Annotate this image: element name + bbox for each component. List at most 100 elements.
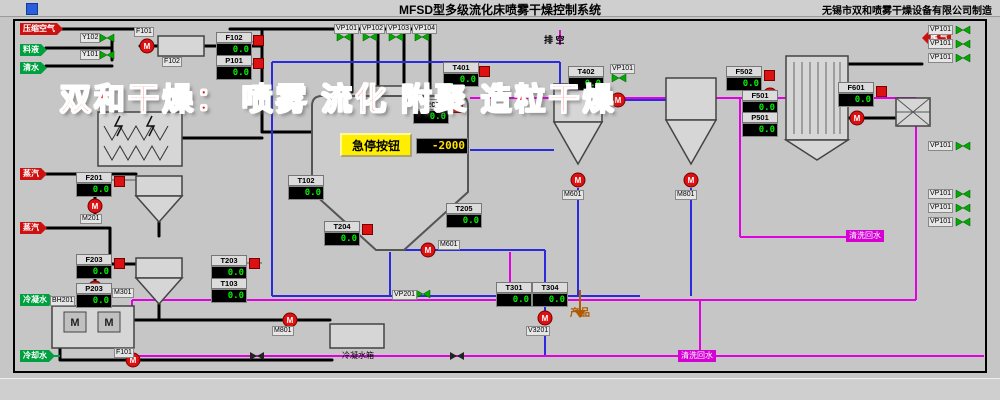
instrument-value: 0.0 [76,183,112,197]
source-tag-steam-2: 蒸汽 [20,222,47,234]
agitator-symbol: M [104,317,113,329]
instrument-tag: F201 [76,172,112,183]
valve-label: VP103 [386,24,412,34]
instrument-tag: P501 [742,112,778,123]
instrument-tag: T402 [568,66,604,77]
valve-label: VP101 [928,189,954,199]
pump-label: M301 [112,288,134,298]
silencer-hatch [895,97,931,127]
instrument-value: 0.0 [288,186,324,200]
valve-label: VP101 [928,141,954,151]
fluid-bed-unit [785,55,849,141]
instrument-value: 0.0 [413,110,449,124]
fluid-bed-tubes [793,62,841,134]
source-tag-cooling-water: 冷却水 [20,350,55,362]
water-tank [329,323,385,349]
pump-label: M601 [562,190,584,200]
indicator-button[interactable] [764,70,775,81]
instrument-tag: F102 [216,32,252,43]
indicator-button[interactable] [452,102,463,113]
pump-symbol: M [688,176,695,185]
source-tag-feed: 料液 [20,44,47,56]
instrument-value: 0.0 [216,66,252,80]
valve-label: VP102 [360,24,386,34]
fluid-bed-cone [783,139,851,161]
valve-symbols[interactable] [99,25,971,299]
cyclone-right-1-cone [552,121,604,166]
manufacturer-label: 无锡市双和喷雾干燥设备有限公司制造 [822,6,992,17]
cyclone-right-2-cone [664,119,718,166]
valve-label: VP101 [928,203,954,213]
valve-label: VP101 [928,53,954,63]
instrument-value: 0.0 [532,293,568,307]
watermark: 双和干燥： 喷雾 流化 附聚 造粒干燥 [59,81,617,117]
indicator-button[interactable] [253,58,264,69]
instrument-value: 0.0 [568,77,604,91]
instrument-tag: T103 [211,278,247,289]
indicator-button[interactable] [362,224,373,235]
instrument-value: 0.0 [838,93,874,107]
indicator-button[interactable] [253,35,264,46]
cyclone-right-2-body [665,77,717,121]
instrument-tag: F501 [742,90,778,101]
valve-label: VP104 [412,24,438,34]
instrument-tag: T102 [288,175,324,186]
instrument-value: 0.0 [211,289,247,303]
instrument-value: 0.0 [324,232,360,246]
pump-symbol: M [287,316,294,325]
app-icon [26,3,38,15]
product-arrow [574,310,586,318]
valve-label: VP101 [334,24,360,34]
instrument-tag: T205 [446,203,482,214]
tank-label: BH201 [50,296,76,306]
valve-label: VP101 [928,217,954,227]
source-tag-condensate: 冷凝水 [20,294,55,306]
instrument-tag: P203 [76,283,112,294]
instrument-value: 0.0 [496,293,532,307]
instrument-value: 0.0 [742,123,778,137]
instrument-value: 0.0 [726,77,762,91]
indicator-button[interactable] [876,86,887,97]
indicator-button[interactable] [114,176,125,187]
pump-symbol: M [144,42,151,51]
cyclone-left-1-body [135,175,183,197]
product-label: 产品 [570,308,590,319]
indicator-button[interactable] [479,66,490,77]
heater-label: F102 [162,57,182,67]
source-tag-compressed-air: 压缩空气 [20,23,63,35]
emergency-stop-button[interactable]: 急停按钮 [340,133,412,157]
instrument-tag: T201 [413,99,449,110]
pump-symbol: M [92,202,99,211]
valve-label: VP201 [392,290,418,300]
pump-symbol: M [854,114,861,123]
pump-symbol: M [542,314,549,323]
toolbar: 3 清洗等待状态 自动开始 自动停止 消报警音 喷 雾 CIP 喷雾设置 清洗设… [0,378,1000,400]
pump-label: M601 [438,240,460,250]
condensate-tank-label: 冷凝水箱 [342,351,374,360]
pump-symbol: M [615,96,622,105]
instrument-tag: T401 [443,62,479,73]
pump-label: V3201 [526,326,551,336]
pump-symbol: M [130,356,137,365]
agitators: M M [63,311,121,333]
instrument-tag: F203 [76,254,112,265]
valve-label: VP101 [928,39,954,49]
source-tag-water: 清水 [20,62,47,74]
instrument-tag: T304 [532,282,568,293]
valve-label: Y101 [80,50,101,60]
source-tag-steam-1: 蒸汽 [20,168,47,180]
chamber-pressure-display: -2000 [416,138,468,154]
pump-label: F101 [134,27,154,37]
page-title: MFSD型多级流化床喷雾干燥控制系统 [399,3,601,17]
air-heater [157,35,205,57]
cip-return-right-tag: 清洗回水 [846,230,884,242]
pump-label: M801 [675,190,697,200]
cyclone-left-2-body [135,257,183,279]
instrument-value: 0.0 [446,214,482,228]
pump-label: M801 [272,326,294,336]
instrument-tag: T204 [324,221,360,232]
pipes-blue [271,61,692,356]
indicator-button[interactable] [249,258,260,269]
indicator-button[interactable] [114,258,125,269]
